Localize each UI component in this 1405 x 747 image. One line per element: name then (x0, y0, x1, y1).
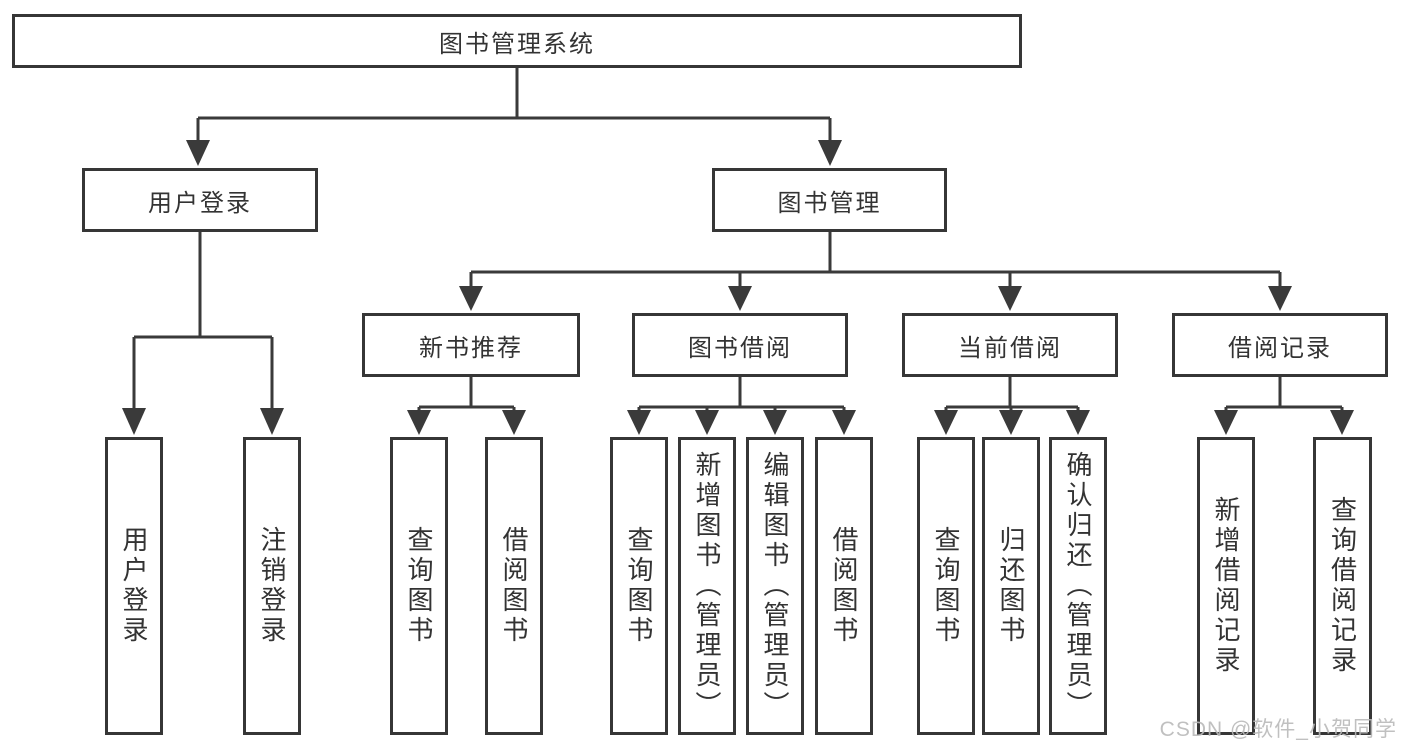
leaf-borrow-books-newrec-label: 借阅图书 (499, 526, 529, 646)
leaf-add-books-admin-label: 新增图书（管理员） (692, 451, 722, 721)
node-book-management-label: 图书管理 (777, 189, 882, 217)
connector-user-login-to-leaves (132, 232, 274, 410)
leaf-return-books-label: 归还图书 (996, 526, 1026, 646)
leaf-query-books-newrec: 查询图书 (390, 437, 448, 735)
leaf-query-borrowing-record-label: 查询借阅记录 (1327, 496, 1358, 676)
leaf-query-books-current-label: 查询图书 (931, 526, 961, 646)
node-new-book-recommendation: 新书推荐 (362, 313, 580, 377)
node-root-label: 图书管理系统 (439, 30, 595, 58)
node-current-borrowing-label: 当前借阅 (958, 334, 1062, 362)
connector-new-book-rec-to-leaves (417, 377, 516, 412)
node-borrowing-records: 借阅记录 (1172, 313, 1388, 377)
leaf-add-borrowing-record-label: 新增借阅记录 (1211, 496, 1241, 676)
node-user-login: 用户登录 (82, 168, 318, 232)
leaf-logout-label: 注销登录 (257, 526, 287, 646)
leaf-borrow-books-borrowing-label: 借阅图书 (829, 526, 859, 646)
leaf-query-books-borrowing: 查询图书 (610, 437, 668, 735)
leaf-query-books-newrec-label: 查询图书 (404, 526, 434, 646)
leaf-edit-books-admin-label: 编辑图书（管理员） (760, 451, 790, 721)
node-root: 图书管理系统 (12, 14, 1022, 68)
leaf-confirm-return-admin-label: 确认归还（管理员） (1063, 451, 1093, 721)
leaf-user-login: 用户登录 (105, 437, 163, 735)
arrowheads (122, 140, 1354, 435)
leaf-confirm-return-admin: 确认归还（管理员） (1049, 437, 1107, 735)
connector-borrowing-records-to-leaves (1224, 377, 1344, 412)
leaf-edit-books-admin: 编辑图书（管理员） (746, 437, 804, 735)
watermark-text: CSDN @软件_小贺同学 (1159, 718, 1397, 741)
leaf-borrow-books-borrowing: 借阅图书 (815, 437, 873, 735)
leaf-query-books-borrowing-label: 查询图书 (624, 526, 654, 646)
node-book-borrowing: 图书借阅 (632, 313, 848, 377)
connector-book-borrowing-to-leaves (637, 377, 846, 412)
node-book-management: 图书管理 (712, 168, 947, 232)
node-borrowing-records-label: 借阅记录 (1228, 334, 1332, 362)
connector-current-borrowing-to-leaves (944, 377, 1080, 412)
node-new-book-recommendation-label: 新书推荐 (419, 334, 523, 362)
leaf-query-books-current: 查询图书 (917, 437, 975, 735)
leaf-return-books: 归还图书 (982, 437, 1040, 735)
node-user-login-label: 用户登录 (148, 189, 252, 217)
leaf-query-borrowing-record: 查询借阅记录 (1313, 437, 1372, 735)
leaf-logout: 注销登录 (243, 437, 301, 735)
connector-root-to-level2 (196, 68, 832, 142)
node-current-borrowing: 当前借阅 (902, 313, 1118, 377)
leaf-borrow-books-newrec: 借阅图书 (485, 437, 543, 735)
leaf-add-books-admin: 新增图书（管理员） (678, 437, 736, 735)
leaf-user-login-label: 用户登录 (119, 526, 149, 646)
leaf-add-borrowing-record: 新增借阅记录 (1197, 437, 1255, 735)
connector-book-mgmt-to-level3 (469, 232, 1282, 288)
node-book-borrowing-label: 图书借阅 (688, 334, 792, 362)
